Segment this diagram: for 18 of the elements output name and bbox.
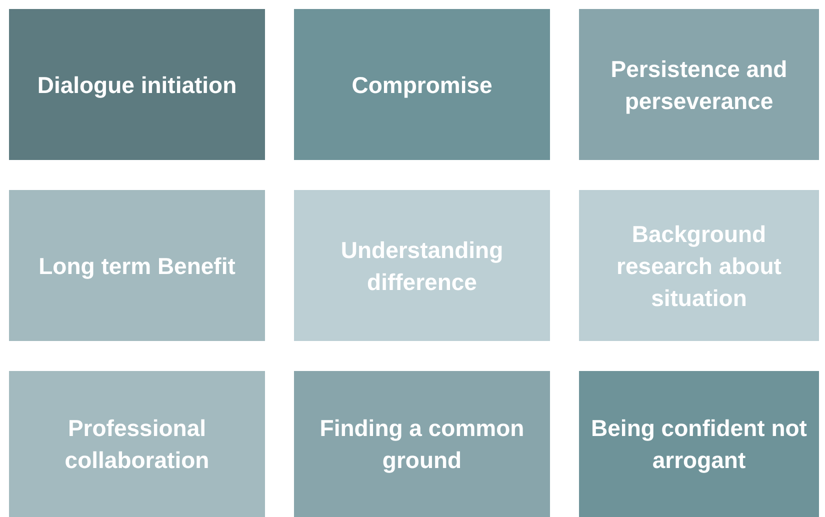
- process-box: [294, 371, 550, 517]
- box-label: Persistence and perseverance: [610, 54, 788, 116]
- box-label: Background research about situation: [616, 220, 782, 312]
- process-box: [294, 190, 550, 341]
- process-box: [579, 190, 819, 341]
- box-label: Long term Benefit: [38, 252, 236, 281]
- process-box: [579, 9, 819, 160]
- process-box: [579, 371, 819, 517]
- box-label: Being confident not arrogant: [590, 414, 808, 475]
- box-label: Professional collaboration: [64, 414, 210, 475]
- box-label: Compromise: [352, 70, 492, 100]
- box-label: Dialogue initiation: [37, 70, 237, 100]
- process-box: [294, 9, 550, 160]
- box-label: Understanding difference: [340, 236, 504, 296]
- process-box: [9, 190, 265, 341]
- process-box: [9, 9, 265, 160]
- process-box: [9, 371, 265, 517]
- box-label: Finding a common ground: [318, 414, 526, 475]
